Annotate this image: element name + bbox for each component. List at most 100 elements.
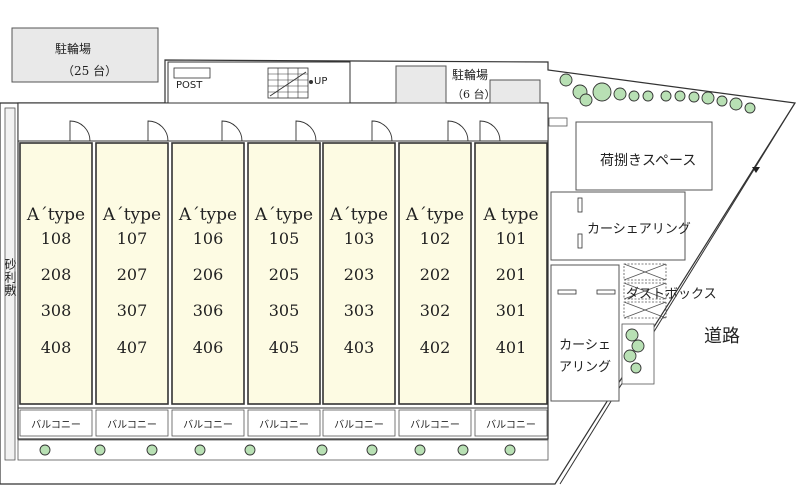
room-number: 401: [495, 338, 527, 357]
tree-icon: [642, 90, 654, 102]
gate-post: [548, 117, 568, 127]
corridor: [17, 102, 549, 142]
bicycle-parking-small-b: [489, 79, 541, 104]
room-number: 308: [40, 301, 72, 320]
door-swings: [69, 120, 501, 142]
room-number: 103: [343, 229, 375, 248]
tree-icon: [146, 444, 158, 456]
unit-block: [19, 142, 93, 405]
car-sharing-marker: [557, 289, 577, 295]
room-number: 303: [343, 301, 375, 320]
balcony-cell: [474, 409, 548, 437]
unit-type-label: A type: [483, 205, 539, 225]
unit-block: [474, 142, 548, 405]
balcony-label: バルコニー: [259, 420, 309, 431]
tree-icon: [244, 444, 256, 456]
room-number: 201: [495, 265, 527, 284]
tree-icon: [457, 444, 469, 456]
balcony-cell: [95, 409, 169, 437]
room-number: 307: [116, 301, 148, 320]
unit-type-label: A´type: [329, 205, 389, 225]
loading-space-label: 荷捌きスペース: [600, 153, 697, 169]
room-number: 208: [40, 265, 72, 284]
dust-box: [623, 263, 667, 319]
tree-icon: [729, 97, 743, 111]
site-boundary: [0, 59, 797, 485]
balcony-label: バルコニー: [107, 420, 157, 431]
dust-box-label: ダストボックス: [626, 287, 717, 302]
tree-icon: [628, 90, 640, 102]
room-number: 403: [343, 338, 375, 357]
bicycle-parking-large-capacity: （25 台）: [62, 64, 118, 78]
tree-icon: [414, 444, 426, 456]
bicycle-parking-small-label: 駐輪場: [452, 68, 489, 82]
post-label: POST: [176, 80, 203, 91]
tree-icon: [625, 328, 639, 342]
balcony-label: バルコニー: [334, 420, 384, 431]
balcony-cell: [247, 409, 321, 437]
car-sharing-marker: [596, 289, 616, 295]
car-sharing-1-label: カーシェアリング: [587, 222, 691, 237]
tree-icon: [716, 95, 728, 107]
room-number: 406: [192, 338, 224, 357]
room-number: 206: [192, 265, 224, 284]
post-box: [173, 67, 211, 79]
room-number: 306: [192, 301, 224, 320]
car-sharing-2-label: カーシェアリング: [558, 338, 611, 375]
balcony-label: バルコニー: [486, 420, 536, 431]
unit-block: [398, 142, 472, 405]
tree-icon: [316, 444, 328, 456]
loading-space: [575, 121, 713, 191]
tree-icon: [660, 90, 672, 102]
room-number: 108: [40, 229, 72, 248]
road-label: 道路: [704, 326, 740, 347]
balcony-label: バルコニー: [410, 420, 460, 431]
room-number: 107: [116, 229, 148, 248]
room-number: 202: [419, 265, 451, 284]
unit-type-label: A´type: [405, 205, 465, 225]
room-number: 207: [116, 265, 148, 284]
bicycle-parking-small-capacity: （6 台）: [452, 88, 496, 101]
gravel-label: 砂利敷: [3, 258, 17, 297]
balcony-cell: [19, 409, 93, 437]
room-number: 101: [495, 229, 527, 248]
unit-block: [247, 142, 321, 405]
room-number: 106: [192, 229, 224, 248]
balcony-cell: [398, 409, 472, 437]
room-number: 402: [419, 338, 451, 357]
tree-icon: [504, 444, 516, 456]
tree-icon: [366, 444, 378, 456]
tree-icon: [630, 362, 642, 374]
side-trees: [623, 328, 645, 374]
room-number: 407: [116, 338, 148, 357]
car-sharing-marker: [577, 197, 583, 213]
bicycle-parking-large: [11, 27, 159, 83]
room-number: 203: [343, 265, 375, 284]
room-number: 105: [268, 229, 300, 248]
tree-icon: [688, 91, 700, 103]
tree-icon: [592, 82, 612, 102]
stairs-up-label: UP: [314, 76, 328, 87]
room-number: 302: [419, 301, 451, 320]
tree-icon: [701, 91, 715, 105]
room-number: 305: [268, 301, 300, 320]
balcony-cell: [171, 409, 245, 437]
unit-group: [19, 142, 548, 437]
unit-block: [322, 142, 396, 405]
tree-icon: [39, 444, 51, 456]
tree-icon: [623, 349, 637, 363]
car-sharing-space-2: [550, 264, 620, 402]
unit-type-label: A´type: [102, 205, 162, 225]
gravel-area: [4, 107, 16, 461]
tree-icon: [194, 444, 206, 456]
tree-icon: [559, 73, 573, 87]
car-sharing-marker: [577, 233, 583, 249]
site-boundary-edge: [559, 102, 796, 485]
bottom-trees: [39, 444, 516, 456]
room-number: 205: [268, 265, 300, 284]
tree-icon: [94, 444, 106, 456]
tree-icon: [674, 90, 686, 102]
bicycle-parking-small-a: [395, 65, 447, 104]
tree-icon: [579, 93, 593, 107]
room-number: 408: [40, 338, 72, 357]
